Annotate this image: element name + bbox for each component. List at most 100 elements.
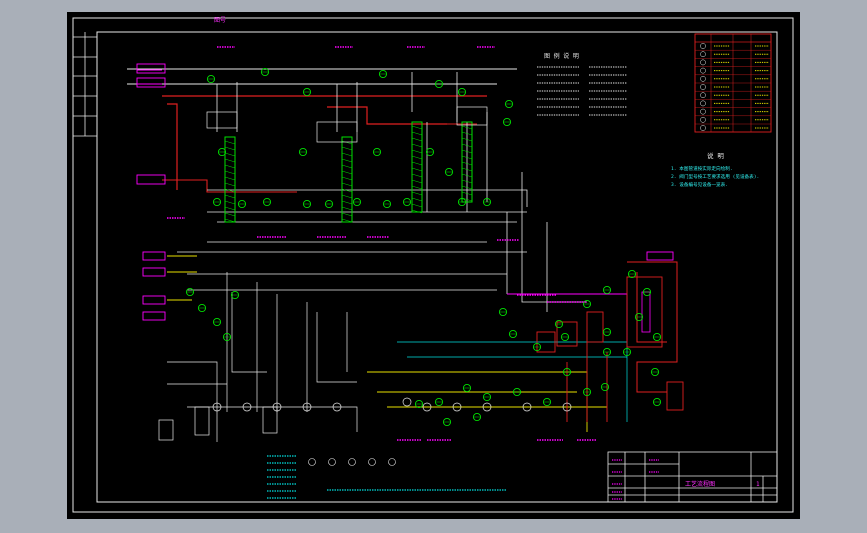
column-packing: [341, 146, 353, 151]
title-block: [607, 451, 778, 503]
column-packing: [224, 194, 236, 199]
column-tower: [341, 136, 353, 223]
feed-pipe: [167, 255, 197, 301]
column-packing: [224, 218, 236, 223]
column-packing: [341, 194, 353, 199]
column-packing: [461, 155, 473, 160]
column-packing: [341, 206, 353, 211]
vessel-right: [536, 331, 556, 353]
equipment-tags: [136, 46, 674, 499]
column-packing: [224, 182, 236, 187]
column-packing: [224, 200, 236, 205]
legend-symbol: [348, 458, 356, 466]
stream-tag: [142, 251, 166, 261]
column-packing: [461, 191, 473, 196]
column-packing: [224, 152, 236, 157]
legend-symbol: [388, 458, 396, 466]
column-packing: [341, 140, 353, 145]
outer-frame: [72, 17, 794, 513]
pipeline-network: [127, 68, 678, 442]
vessel: [316, 121, 358, 143]
vessel: [456, 106, 488, 126]
steam-pipe: [327, 106, 447, 125]
sheet-number: 1: [756, 481, 760, 488]
pump: [302, 402, 312, 412]
steam-pipe: [627, 261, 678, 393]
stream-tag: [142, 295, 166, 305]
column-packing: [461, 173, 473, 178]
column-packing: [341, 158, 353, 163]
legend-row-symbol: [700, 51, 706, 58]
column-packing: [411, 191, 423, 196]
steam-pipe: [162, 179, 297, 193]
column-packing: [341, 152, 353, 157]
note-line-3: 3. 设备编号见设备一览表.: [671, 181, 728, 188]
column-packing: [461, 131, 473, 136]
process-flow-diagram: 图号 图 例 说 明 说 明 1. 本图管道按实际走向绘制. 2. 阀门型号按工…: [72, 17, 794, 513]
tank: [194, 406, 210, 436]
column-packing: [411, 209, 423, 214]
tank: [158, 419, 174, 441]
legend-title: 图 例 说 明: [544, 52, 579, 60]
stream-tag: [142, 311, 166, 321]
note-line-1: 1. 本图管道按实际走向绘制.: [671, 165, 733, 172]
tank: [262, 406, 278, 434]
stream-tag: [142, 267, 166, 277]
legend-symbol: [308, 458, 316, 466]
column-packing: [411, 167, 423, 172]
column-packing: [461, 143, 473, 148]
pump: [402, 397, 412, 407]
pump: [482, 402, 492, 412]
inner-frame: [96, 31, 778, 503]
column-packing: [224, 146, 236, 151]
vessel-right: [586, 311, 604, 343]
column-packing: [341, 182, 353, 187]
column-packing: [224, 140, 236, 145]
steam-pipe: [636, 272, 667, 343]
column-packing: [411, 197, 423, 202]
stream-tag: [136, 77, 166, 88]
steam-pipe: [167, 103, 178, 190]
column-packing: [224, 164, 236, 169]
column-packing: [411, 155, 423, 160]
stream-tag: [136, 174, 166, 185]
cooling-pipe: [397, 341, 628, 422]
pump: [562, 402, 572, 412]
legend-row-symbol: [700, 67, 706, 74]
column-packing: [411, 203, 423, 208]
legend-row-symbol: [700, 59, 706, 66]
steam-pipe: [566, 342, 608, 422]
column-packing: [224, 158, 236, 163]
legend-row-symbol: [700, 75, 706, 82]
notes-title: 说 明: [707, 151, 724, 160]
column-packing: [461, 149, 473, 154]
column-packing: [411, 185, 423, 190]
header-mark: 图号: [214, 17, 226, 24]
column-packing: [341, 188, 353, 193]
process-pipe: [177, 241, 527, 291]
column-packing: [411, 179, 423, 184]
column-packing: [411, 173, 423, 178]
riser-pipe: [216, 72, 458, 132]
inlet-pipe: [137, 69, 162, 85]
drawing-title: 工艺流程图: [685, 480, 715, 488]
legend-table: [694, 33, 772, 133]
column-packing: [341, 218, 353, 223]
column-packing: [224, 170, 236, 175]
column-packing: [341, 164, 353, 169]
note-line-2: 2. 阀门型号按工艺要求选用 (见设备表).: [671, 173, 759, 180]
equipment-symbols: [158, 106, 684, 441]
column-packing: [461, 167, 473, 172]
column-packing: [224, 176, 236, 181]
column-packing: [341, 170, 353, 175]
stream-tag: [646, 251, 674, 261]
column-packing: [461, 179, 473, 184]
column-packing: [411, 161, 423, 166]
column-packing: [411, 143, 423, 148]
pump: [522, 402, 532, 412]
legend-row-symbol: [700, 100, 706, 107]
return-pipe: [231, 292, 357, 383]
heat-exchanger: [641, 291, 651, 333]
abbreviation-legend: 图 例 说 明: [537, 52, 627, 116]
process-pipe: [207, 189, 528, 223]
